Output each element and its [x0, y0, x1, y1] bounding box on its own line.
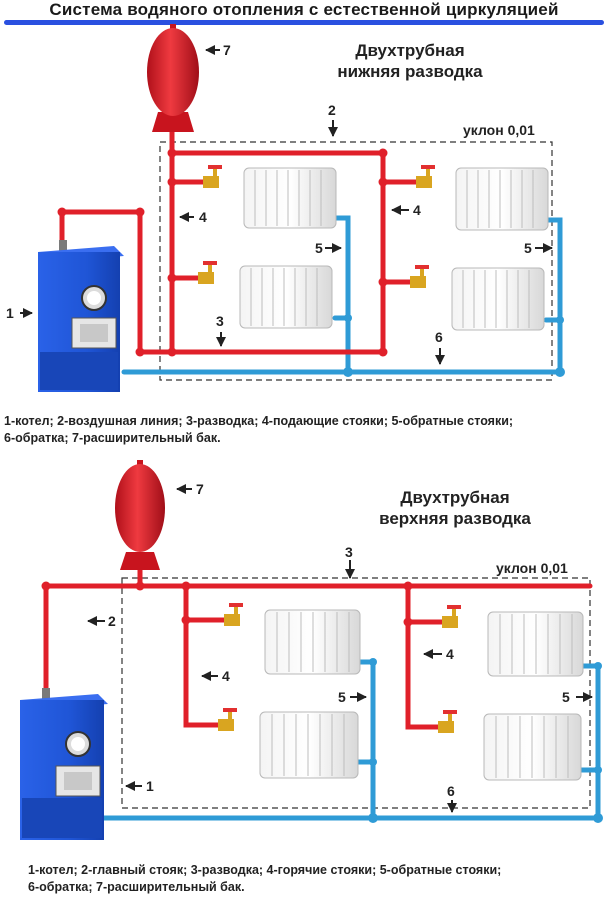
diagram1-valves [198, 165, 435, 288]
diagram1-legend-line2: 6-обратка; 7-расширительный бак. [4, 431, 221, 445]
diagram2-subtitle: Двухтрубная верхняя разводка [360, 487, 550, 529]
diagram2-label-5a: 5 [338, 689, 346, 705]
diagram1-label-5a: 5 [315, 240, 323, 256]
diagram1-label-1: 1 [6, 305, 14, 321]
diagram2-legend-line1: 1-котел; 2-главный стояк; 3-разводка; 4-… [28, 863, 502, 877]
diagram1-label-3: 3 [216, 313, 224, 329]
diagram1-legend: 1-котел; 2-воздушная линия; 3-разводка; … [4, 413, 513, 447]
diagram2-radiator-top-left [264, 609, 361, 675]
diagram2-radiator-bottom-right [483, 713, 582, 781]
title-underline [4, 20, 604, 25]
diagram1-boundary [159, 141, 553, 381]
diagram2-label-3: 3 [345, 544, 353, 560]
diagram1-label-4b: 4 [413, 202, 421, 218]
diagram1-label-6: 6 [435, 329, 443, 345]
diagram1-subtitle-line1: Двухтрубная [355, 41, 465, 60]
diagram2-radiator-bottom-left [259, 711, 359, 779]
diagram1-radiator-bottom-right [451, 267, 545, 331]
diagram1-label-5b: 5 [524, 240, 532, 256]
diagram2-label-7: 7 [196, 481, 204, 497]
page-title: Система водяного отопления с естественно… [49, 0, 559, 19]
diagram2-label-2: 2 [108, 613, 116, 629]
diagram2-boiler [20, 688, 108, 840]
diagram1-boiler [38, 240, 124, 392]
diagram1-schematic: 4 4 5 5 3 6 2 1 7 [6, 24, 565, 392]
diagram1-label-4a: 4 [199, 209, 207, 225]
diagram2-valves [218, 603, 461, 733]
diagram2-label-4a: 4 [222, 668, 230, 684]
diagram1-radiator-bottom-left [239, 265, 333, 329]
diagram1-label-2: 2 [328, 102, 336, 118]
diagram2-subtitle-line1: Двухтрубная [400, 488, 510, 507]
diagram2-label-1: 1 [146, 778, 154, 794]
diagram1-legend-line1: 1-котел; 2-воздушная линия; 3-разводка; … [4, 414, 514, 428]
diagram2-subtitle-line2: верхняя разводка [379, 509, 531, 528]
diagram1-subtitle: Двухтрубная нижняя разводка [310, 40, 510, 82]
diagram1-radiator-top-left [243, 167, 337, 229]
diagram2-radiator-top-right [487, 611, 584, 677]
diagram1-expansion-tank [147, 24, 199, 132]
diagram2-expansion-tank [115, 460, 165, 570]
diagram2-label-6: 6 [447, 783, 455, 799]
diagram1-label-7: 7 [223, 42, 231, 58]
diagram2-legend: 1-котел; 2-главный стояк; 3-разводка; 4-… [28, 862, 501, 896]
diagram2-legend-line2: 6-обратка; 7-расширительный бак. [28, 880, 245, 894]
diagram2-slope-label: уклон 0,01 [496, 560, 568, 576]
diagram2-schematic: 2 4 4 5 5 3 6 1 7 [20, 460, 603, 840]
diagram1-subtitle-line2: нижняя разводка [337, 62, 483, 81]
diagram2-label-4b: 4 [446, 646, 454, 662]
diagram1-radiator-top-right [455, 167, 549, 231]
diagram2-label-5b: 5 [562, 689, 570, 705]
diagram1-slope-label: уклон 0,01 [463, 122, 535, 138]
